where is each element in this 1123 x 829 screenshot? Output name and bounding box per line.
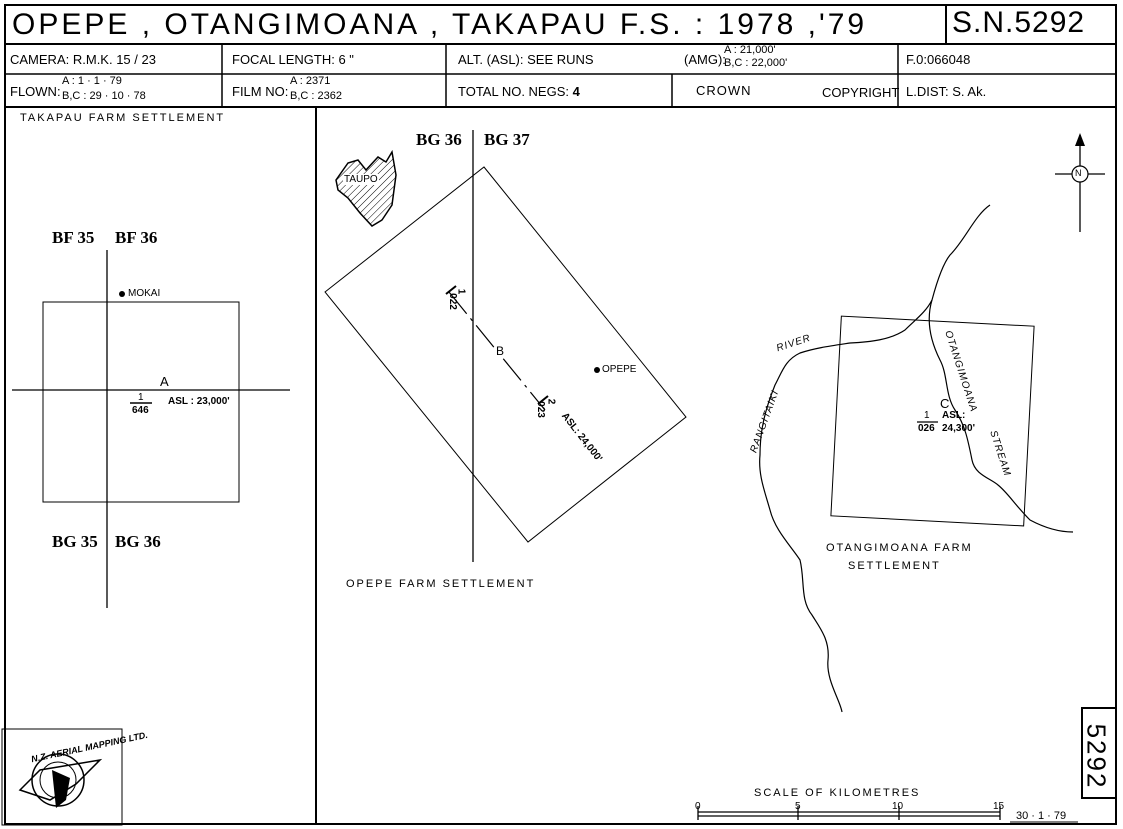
taupo-label: TAUPO [343, 174, 379, 185]
run-c-asl-label: ASL: [942, 410, 966, 421]
otangimoana-caption-1: OTANGIMOANA FARM [826, 542, 973, 554]
run-b-start-film: 022 [446, 293, 458, 310]
map-title: OPEPE , OTANGIMOANA , TAKAPAU F.S. : 197… [12, 8, 868, 41]
otangimoana-stream [928, 299, 1074, 533]
north-label: N [1075, 168, 1082, 178]
run-c-film: 026 [918, 423, 935, 434]
total-negs-field: TOTAL NO. NEGS: 4 [458, 84, 580, 99]
focal-length-field: FOCAL LENGTH: 6 " [232, 52, 354, 67]
film-bc-value: B,C : 2362 [290, 90, 342, 102]
run-c-label: C [940, 396, 950, 411]
run-b-end-number: 2 [545, 398, 557, 405]
otangimoana-caption-2: SETTLEMENT [848, 560, 941, 572]
amg-bc-value: B,C : 22,000' [724, 57, 788, 69]
run-b-label: B [496, 344, 505, 358]
amg-label: (AMG): [684, 52, 726, 67]
run-b-end-film: 023 [534, 401, 546, 418]
rangitaiki-river [759, 204, 991, 713]
takapau-caption: TAKAPAU FARM SETTLEMENT [20, 112, 226, 124]
opepe-label: OPEPE [602, 364, 637, 375]
copyright-text: COPYRIGHT [822, 85, 900, 100]
grid-label-bg35: BG 35 [52, 532, 98, 551]
run-a-number: 1 [138, 392, 144, 403]
run-c-number: 1 [924, 410, 930, 421]
crown-text: CROWN [696, 83, 752, 98]
grid-label-bg36-opepe: BG 36 [416, 130, 462, 149]
scale-title: SCALE OF KILOMETRES [754, 787, 921, 799]
ldist-field: L.DIST: S. Ak. [906, 84, 987, 99]
mokai-dot [119, 291, 125, 297]
run-a-asl: ASL : 23,000' [168, 396, 230, 407]
grid-label-bf36: BF 36 [115, 228, 158, 247]
taupo-inset [335, 149, 397, 227]
grid-label-bf35: BF 35 [52, 228, 95, 247]
map-frame [4, 4, 1117, 825]
scale-tick-5: 5 [795, 801, 801, 812]
scale-tick-10: 10 [892, 801, 904, 812]
opepe-caption: OPEPE FARM SETTLEMENT [346, 578, 536, 590]
scale-tick-15: 15 [993, 801, 1005, 812]
mokai-label: MOKAI [128, 288, 161, 299]
run-a-label: A [160, 374, 169, 389]
fo-field: F.0:066048 [906, 52, 971, 67]
altitude-field: ALT. (ASL): SEE RUNS [458, 52, 594, 67]
flown-a-value: A : 1 · 1 · 79 [62, 75, 122, 87]
sheet-number: S.N.5292 [952, 6, 1086, 39]
side-sheet-number: 5292 [1081, 707, 1117, 799]
opepe-dot [594, 367, 600, 373]
film-a-value: A : 2371 [290, 75, 331, 87]
grid-label-bg37: BG 37 [484, 130, 530, 149]
camera-field: CAMERA: R.M.K. 15 / 23 [10, 52, 156, 67]
flown-bc-value: B,C : 29 · 10 · 78 [62, 90, 146, 102]
amg-a-value: A : 21,000' [724, 44, 776, 56]
film-label: FILM NO: [232, 84, 289, 99]
date-stamp: 30 · 1 · 79 [1016, 810, 1067, 822]
flown-label: FLOWN: [10, 84, 61, 99]
scale-tick-0: 0 [695, 801, 701, 812]
grid-label-bg36: BG 36 [115, 532, 161, 551]
run-c-asl-value: 24,300' [942, 423, 975, 434]
run-a-film: 646 [132, 405, 149, 416]
